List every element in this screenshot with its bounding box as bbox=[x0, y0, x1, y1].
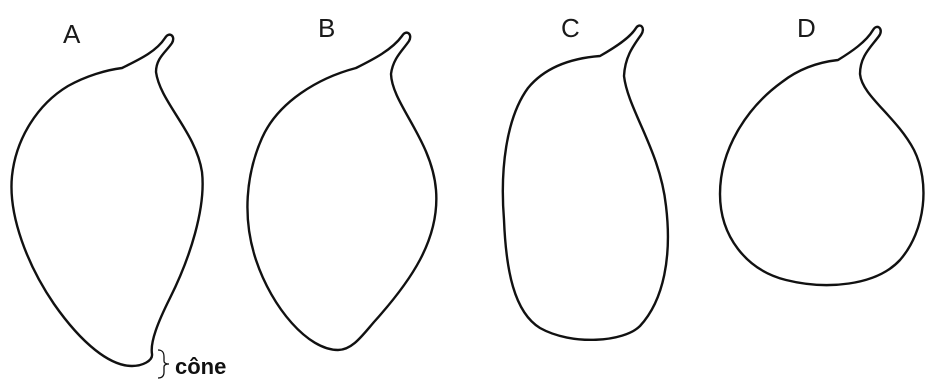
panel-a-letter: A bbox=[63, 19, 81, 49]
panel-b: B bbox=[247, 13, 436, 350]
panel-a-outline bbox=[11, 35, 202, 366]
panel-c: C bbox=[503, 13, 668, 340]
cone-brace bbox=[158, 350, 169, 378]
panel-d: D bbox=[720, 13, 923, 285]
panel-c-outline bbox=[503, 26, 668, 340]
panel-c-letter: C bbox=[561, 13, 580, 43]
cone-label: cône bbox=[175, 354, 226, 379]
panel-b-outline bbox=[247, 33, 436, 350]
cone-annotation: cône bbox=[158, 350, 226, 379]
panel-d-outline bbox=[720, 27, 923, 285]
panel-b-letter: B bbox=[318, 13, 335, 43]
panel-d-letter: D bbox=[797, 13, 816, 43]
panel-a: A bbox=[11, 19, 202, 366]
